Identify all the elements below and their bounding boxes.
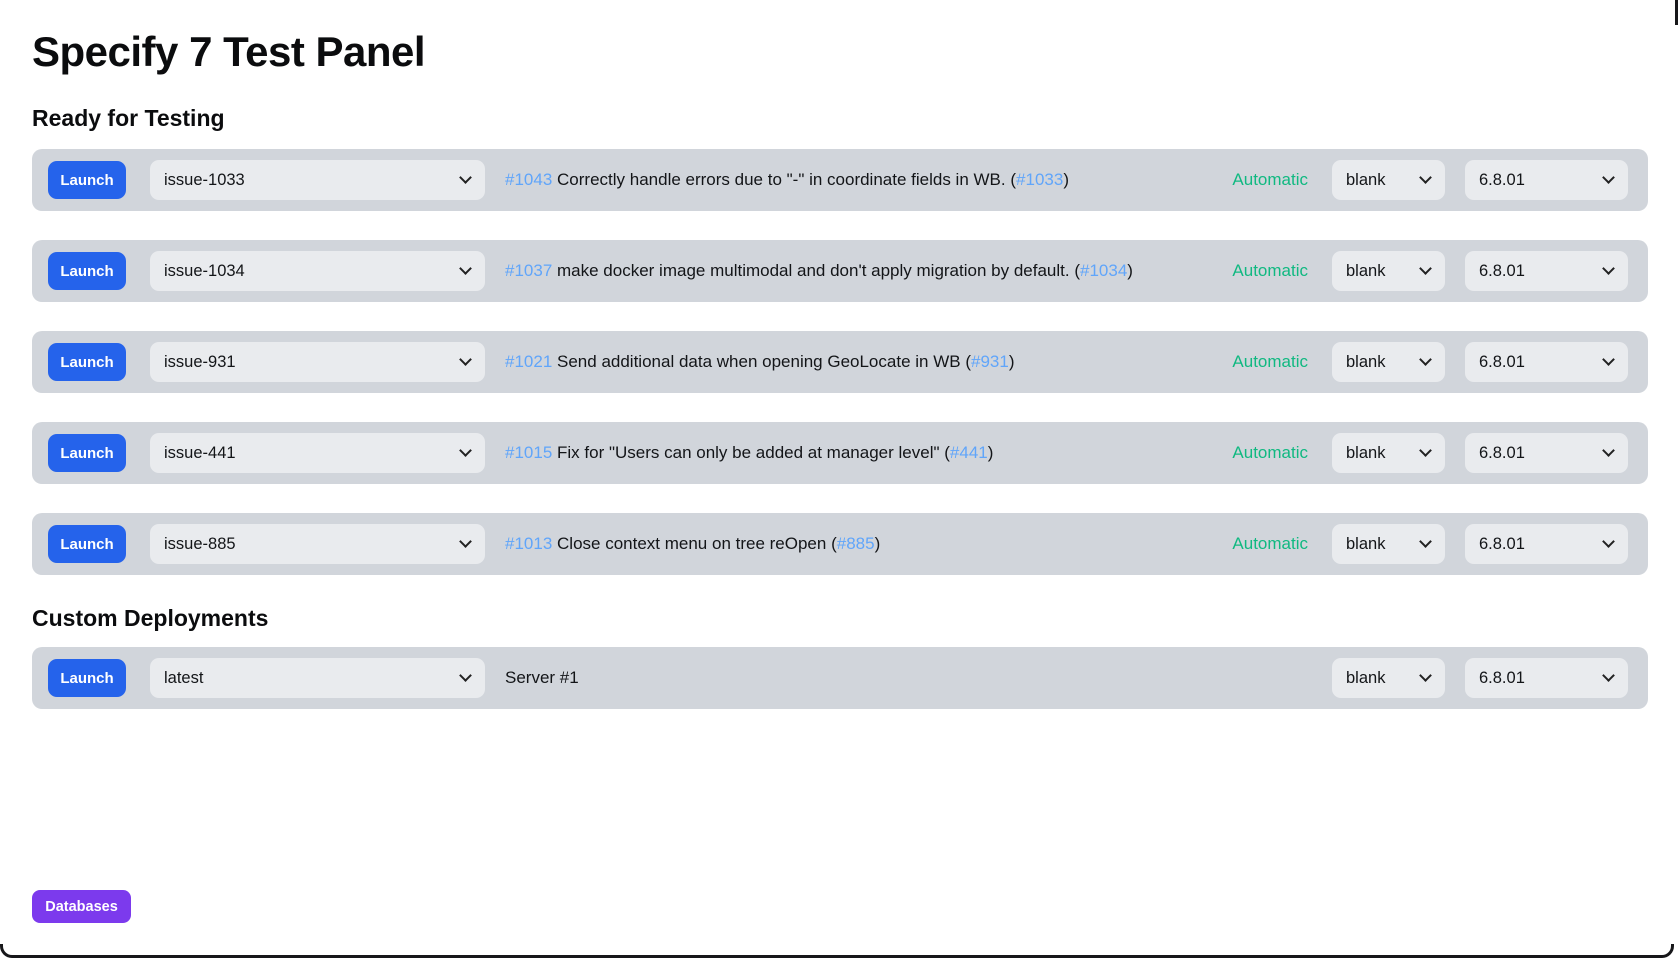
branch-select-wrap: issue-1033 xyxy=(150,160,485,201)
deployment-row: Launch issue-1033 #1043 Correctly handle… xyxy=(32,149,1648,212)
description-text: make docker image multimodal and don't a… xyxy=(557,261,1070,281)
database-select[interactable]: blank xyxy=(1332,251,1445,292)
description-text: Close context menu on tree reOpen xyxy=(557,534,827,554)
launch-button[interactable]: Launch xyxy=(48,252,126,291)
schema-select-wrap: 6.8.01 xyxy=(1465,658,1628,699)
schema-select-wrap: 6.8.01 xyxy=(1465,342,1628,383)
automatic-mode-label[interactable]: Automatic xyxy=(1232,534,1308,554)
branch-select-wrap: issue-441 xyxy=(150,433,485,474)
automatic-mode-label[interactable]: Automatic xyxy=(1232,352,1308,372)
database-select-wrap: blank xyxy=(1332,342,1445,383)
branch-select[interactable]: issue-1034 xyxy=(150,251,485,292)
issue-link[interactable]: #1034 xyxy=(1080,261,1128,281)
schema-select[interactable]: 6.8.01 xyxy=(1465,433,1628,474)
branch-select[interactable]: issue-441 xyxy=(150,433,485,474)
schema-select[interactable]: 6.8.01 xyxy=(1465,524,1628,565)
issue-link[interactable]: #885 xyxy=(836,534,875,554)
issue-link[interactable]: #1033 xyxy=(1016,170,1064,190)
launch-button[interactable]: Launch xyxy=(48,525,126,564)
schema-select-wrap: 6.8.01 xyxy=(1465,251,1628,292)
database-select[interactable]: blank xyxy=(1332,658,1445,699)
row-description: #1043 Correctly handle errors due to "-"… xyxy=(505,170,1069,190)
branch-select[interactable]: issue-1033 xyxy=(150,160,485,201)
launch-button[interactable]: Launch xyxy=(48,659,126,698)
schema-select-wrap: 6.8.01 xyxy=(1465,433,1628,474)
schema-select-wrap: 6.8.01 xyxy=(1465,160,1628,201)
branch-select-wrap: issue-1034 xyxy=(150,251,485,292)
paren-close: ) xyxy=(874,534,881,554)
pr-link[interactable]: #1021 xyxy=(505,352,553,372)
branch-select[interactable]: issue-885 xyxy=(150,524,485,565)
row-description: #1021 Send additional data when opening … xyxy=(505,352,1015,372)
server-name: Server #1 xyxy=(505,668,579,688)
databases-button[interactable]: Databases xyxy=(32,890,131,924)
automatic-mode-label[interactable]: Automatic xyxy=(1232,170,1308,190)
paren-open: ( xyxy=(944,443,950,463)
description-text: Correctly handle errors due to "-" in co… xyxy=(557,170,1006,190)
window-bottom-border xyxy=(0,944,1674,958)
database-select-wrap: blank xyxy=(1332,658,1445,699)
schema-select[interactable]: 6.8.01 xyxy=(1465,251,1628,292)
schema-select[interactable]: 6.8.01 xyxy=(1465,342,1628,383)
paren-close: ) xyxy=(1008,352,1015,372)
launch-button[interactable]: Launch xyxy=(48,434,126,473)
schema-select-wrap: 6.8.01 xyxy=(1465,524,1628,565)
branch-select[interactable]: issue-931 xyxy=(150,342,485,383)
pr-link[interactable]: #1043 xyxy=(505,170,553,190)
pr-link[interactable]: #1037 xyxy=(505,261,553,281)
paren-open: ( xyxy=(965,352,971,372)
database-select-wrap: blank xyxy=(1332,433,1445,474)
database-select[interactable]: blank xyxy=(1332,524,1445,565)
branch-select-wrap: latest xyxy=(150,658,485,699)
database-select-wrap: blank xyxy=(1332,524,1445,565)
page-title: Specify 7 Test Panel xyxy=(32,28,426,75)
custom-deployment-row: Launch latest Server #1 blank 6.8.01 xyxy=(32,647,1648,710)
launch-button[interactable]: Launch xyxy=(48,343,126,382)
paren-open: ( xyxy=(1010,170,1017,190)
row-description: #1013 Close context menu on tree reOpen … xyxy=(505,534,880,554)
database-select[interactable]: blank xyxy=(1332,433,1445,474)
deployment-row: Launch issue-441 #1015 Fix for "Users ca… xyxy=(32,422,1648,485)
branch-select-wrap: issue-931 xyxy=(150,342,485,383)
database-select[interactable]: blank xyxy=(1332,160,1445,201)
paren-open: ( xyxy=(1074,261,1080,281)
branch-select-wrap: issue-885 xyxy=(150,524,485,565)
description-text: Send additional data when opening GeoLoc… xyxy=(557,352,961,372)
schema-select[interactable]: 6.8.01 xyxy=(1465,658,1628,699)
row-description: #1037 make docker image multimodal and d… xyxy=(505,261,1133,281)
paren-close: ) xyxy=(987,443,994,463)
launch-button[interactable]: Launch xyxy=(48,161,126,200)
database-select[interactable]: blank xyxy=(1332,342,1445,383)
branch-select[interactable]: latest xyxy=(150,658,485,699)
automatic-mode-label[interactable]: Automatic xyxy=(1232,261,1308,281)
deployment-row: Launch issue-1034 #1037 make docker imag… xyxy=(32,240,1648,303)
paren-open: ( xyxy=(831,534,837,554)
issue-link[interactable]: #441 xyxy=(949,443,988,463)
issue-link[interactable]: #931 xyxy=(971,352,1009,372)
database-select-wrap: blank xyxy=(1332,160,1445,201)
paren-close: ) xyxy=(1063,170,1069,190)
pr-link[interactable]: #1013 xyxy=(505,534,553,554)
deployment-row: Launch issue-931 #1021 Send additional d… xyxy=(32,331,1648,394)
page-content: Specify 7 Test Panel Ready for Testing L… xyxy=(32,28,1648,924)
schema-select[interactable]: 6.8.01 xyxy=(1465,160,1628,201)
section-heading-custom: Custom Deployments xyxy=(32,605,269,632)
paren-close: ) xyxy=(1127,261,1133,281)
server-name-text: Server #1 xyxy=(505,668,579,688)
database-select-wrap: blank xyxy=(1332,251,1445,292)
automatic-mode-label[interactable]: Automatic xyxy=(1232,443,1308,463)
description-text: Fix for "Users can only be added at mana… xyxy=(557,443,940,463)
deployment-row: Launch issue-885 #1013 Close context men… xyxy=(32,513,1648,576)
row-description: #1015 Fix for "Users can only be added a… xyxy=(505,443,993,463)
pr-link[interactable]: #1015 xyxy=(505,443,553,463)
section-heading-ready: Ready for Testing xyxy=(32,104,225,131)
ready-rows: Launch issue-1033 #1043 Correctly handle… xyxy=(32,149,1648,576)
